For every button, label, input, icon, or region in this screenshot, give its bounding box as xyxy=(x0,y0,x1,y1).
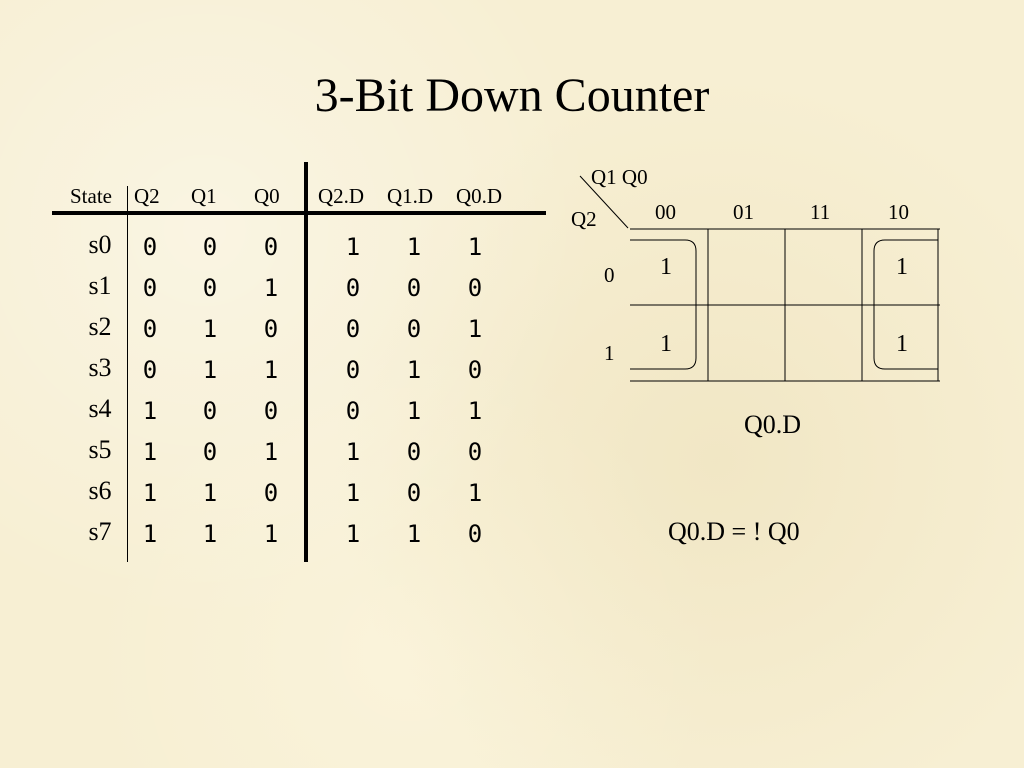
header-q1d: Q1.D xyxy=(387,184,434,208)
kmap-caption: Q0.D xyxy=(744,410,802,439)
table-cell: 1 xyxy=(202,315,218,343)
header-q1: Q1 xyxy=(191,184,217,208)
state-label: s3 xyxy=(88,353,112,382)
table-cell: 0 xyxy=(202,397,218,425)
table-cell: 1 xyxy=(263,356,279,384)
present-next-divider xyxy=(304,162,308,562)
page-title: 3-Bit Down Counter xyxy=(314,69,710,122)
table-cell: 1 xyxy=(345,520,361,548)
table-cell: 1 xyxy=(345,479,361,507)
header-q0d: Q0.D xyxy=(456,184,503,208)
state-label: s4 xyxy=(88,394,112,423)
table-cell: 1 xyxy=(406,520,422,548)
kmap-equation: Q0.D = ! Q0 xyxy=(668,517,800,546)
table-cell: 0 xyxy=(263,479,279,507)
kmap-col-header: 10 xyxy=(888,200,909,224)
kmap-col-header: 11 xyxy=(810,200,831,224)
table-cell: 1 xyxy=(142,397,158,425)
kmap-cell: 1 xyxy=(660,331,672,357)
state-label: s1 xyxy=(88,271,112,300)
header-state: State xyxy=(70,184,112,208)
table-cell: 0 xyxy=(406,479,422,507)
table-cell: 1 xyxy=(467,233,483,261)
table-cell: 0 xyxy=(406,438,422,466)
table-cell: 1 xyxy=(142,438,158,466)
state-label: s2 xyxy=(88,312,112,341)
table-cell: 0 xyxy=(345,315,361,343)
kmap-col-header: 01 xyxy=(733,200,754,224)
header-q2: Q2 xyxy=(134,184,160,208)
kmap-row-header: 1 xyxy=(604,341,615,365)
kmap-group-right xyxy=(873,239,938,370)
header-q0: Q0 xyxy=(254,184,280,208)
table-cell: 1 xyxy=(406,356,422,384)
table-cell: 1 xyxy=(345,438,361,466)
header-q2d: Q2.D xyxy=(318,184,365,208)
table-cell: 1 xyxy=(467,397,483,425)
kmap-row-var-label: Q2 xyxy=(571,207,597,231)
table-cell: 0 xyxy=(142,233,158,261)
table-cell: 1 xyxy=(406,397,422,425)
table-cell: 0 xyxy=(202,438,218,466)
table-cell: 1 xyxy=(202,356,218,384)
table-cell: 1 xyxy=(263,438,279,466)
header-divider xyxy=(52,211,546,215)
table-cell: 0 xyxy=(263,233,279,261)
table-cell: 0 xyxy=(202,233,218,261)
table-cell: 1 xyxy=(142,520,158,548)
kmap-col-header: 00 xyxy=(655,200,676,224)
table-cell: 0 xyxy=(345,274,361,302)
state-label: s5 xyxy=(88,435,112,464)
table-cell: 0 xyxy=(467,438,483,466)
table-cell: 1 xyxy=(202,479,218,507)
table-cell: 1 xyxy=(467,315,483,343)
table-cell: 0 xyxy=(202,274,218,302)
table-cell: 1 xyxy=(263,520,279,548)
table-cell: 1 xyxy=(202,520,218,548)
kmap-cell: 1 xyxy=(896,254,908,280)
table-cell: 1 xyxy=(467,479,483,507)
table-cell: 0 xyxy=(142,356,158,384)
kmap-col-var-label: Q1 Q0 xyxy=(591,165,648,189)
table-cell: 0 xyxy=(263,397,279,425)
table-cell: 0 xyxy=(345,356,361,384)
table-cell: 0 xyxy=(142,274,158,302)
state-label: s7 xyxy=(88,517,112,546)
table-cell: 0 xyxy=(467,274,483,302)
table-cell: 0 xyxy=(142,315,158,343)
table-cell: 0 xyxy=(467,520,483,548)
table-cell: 1 xyxy=(345,233,361,261)
table-cell: 1 xyxy=(263,274,279,302)
kmap-cell: 1 xyxy=(660,254,672,280)
state-divider xyxy=(127,186,128,562)
table-cell: 0 xyxy=(467,356,483,384)
state-label: s0 xyxy=(88,230,112,259)
table-cell: 1 xyxy=(406,233,422,261)
kmap-cell: 1 xyxy=(896,331,908,357)
table-cell: 0 xyxy=(406,274,422,302)
kmap-row-header: 0 xyxy=(604,263,615,287)
table-cell: 0 xyxy=(263,315,279,343)
kmap-group-left xyxy=(630,239,697,370)
table-cell: 1 xyxy=(142,479,158,507)
table-cell: 0 xyxy=(406,315,422,343)
table-cell: 0 xyxy=(345,397,361,425)
state-label: s6 xyxy=(88,476,112,505)
